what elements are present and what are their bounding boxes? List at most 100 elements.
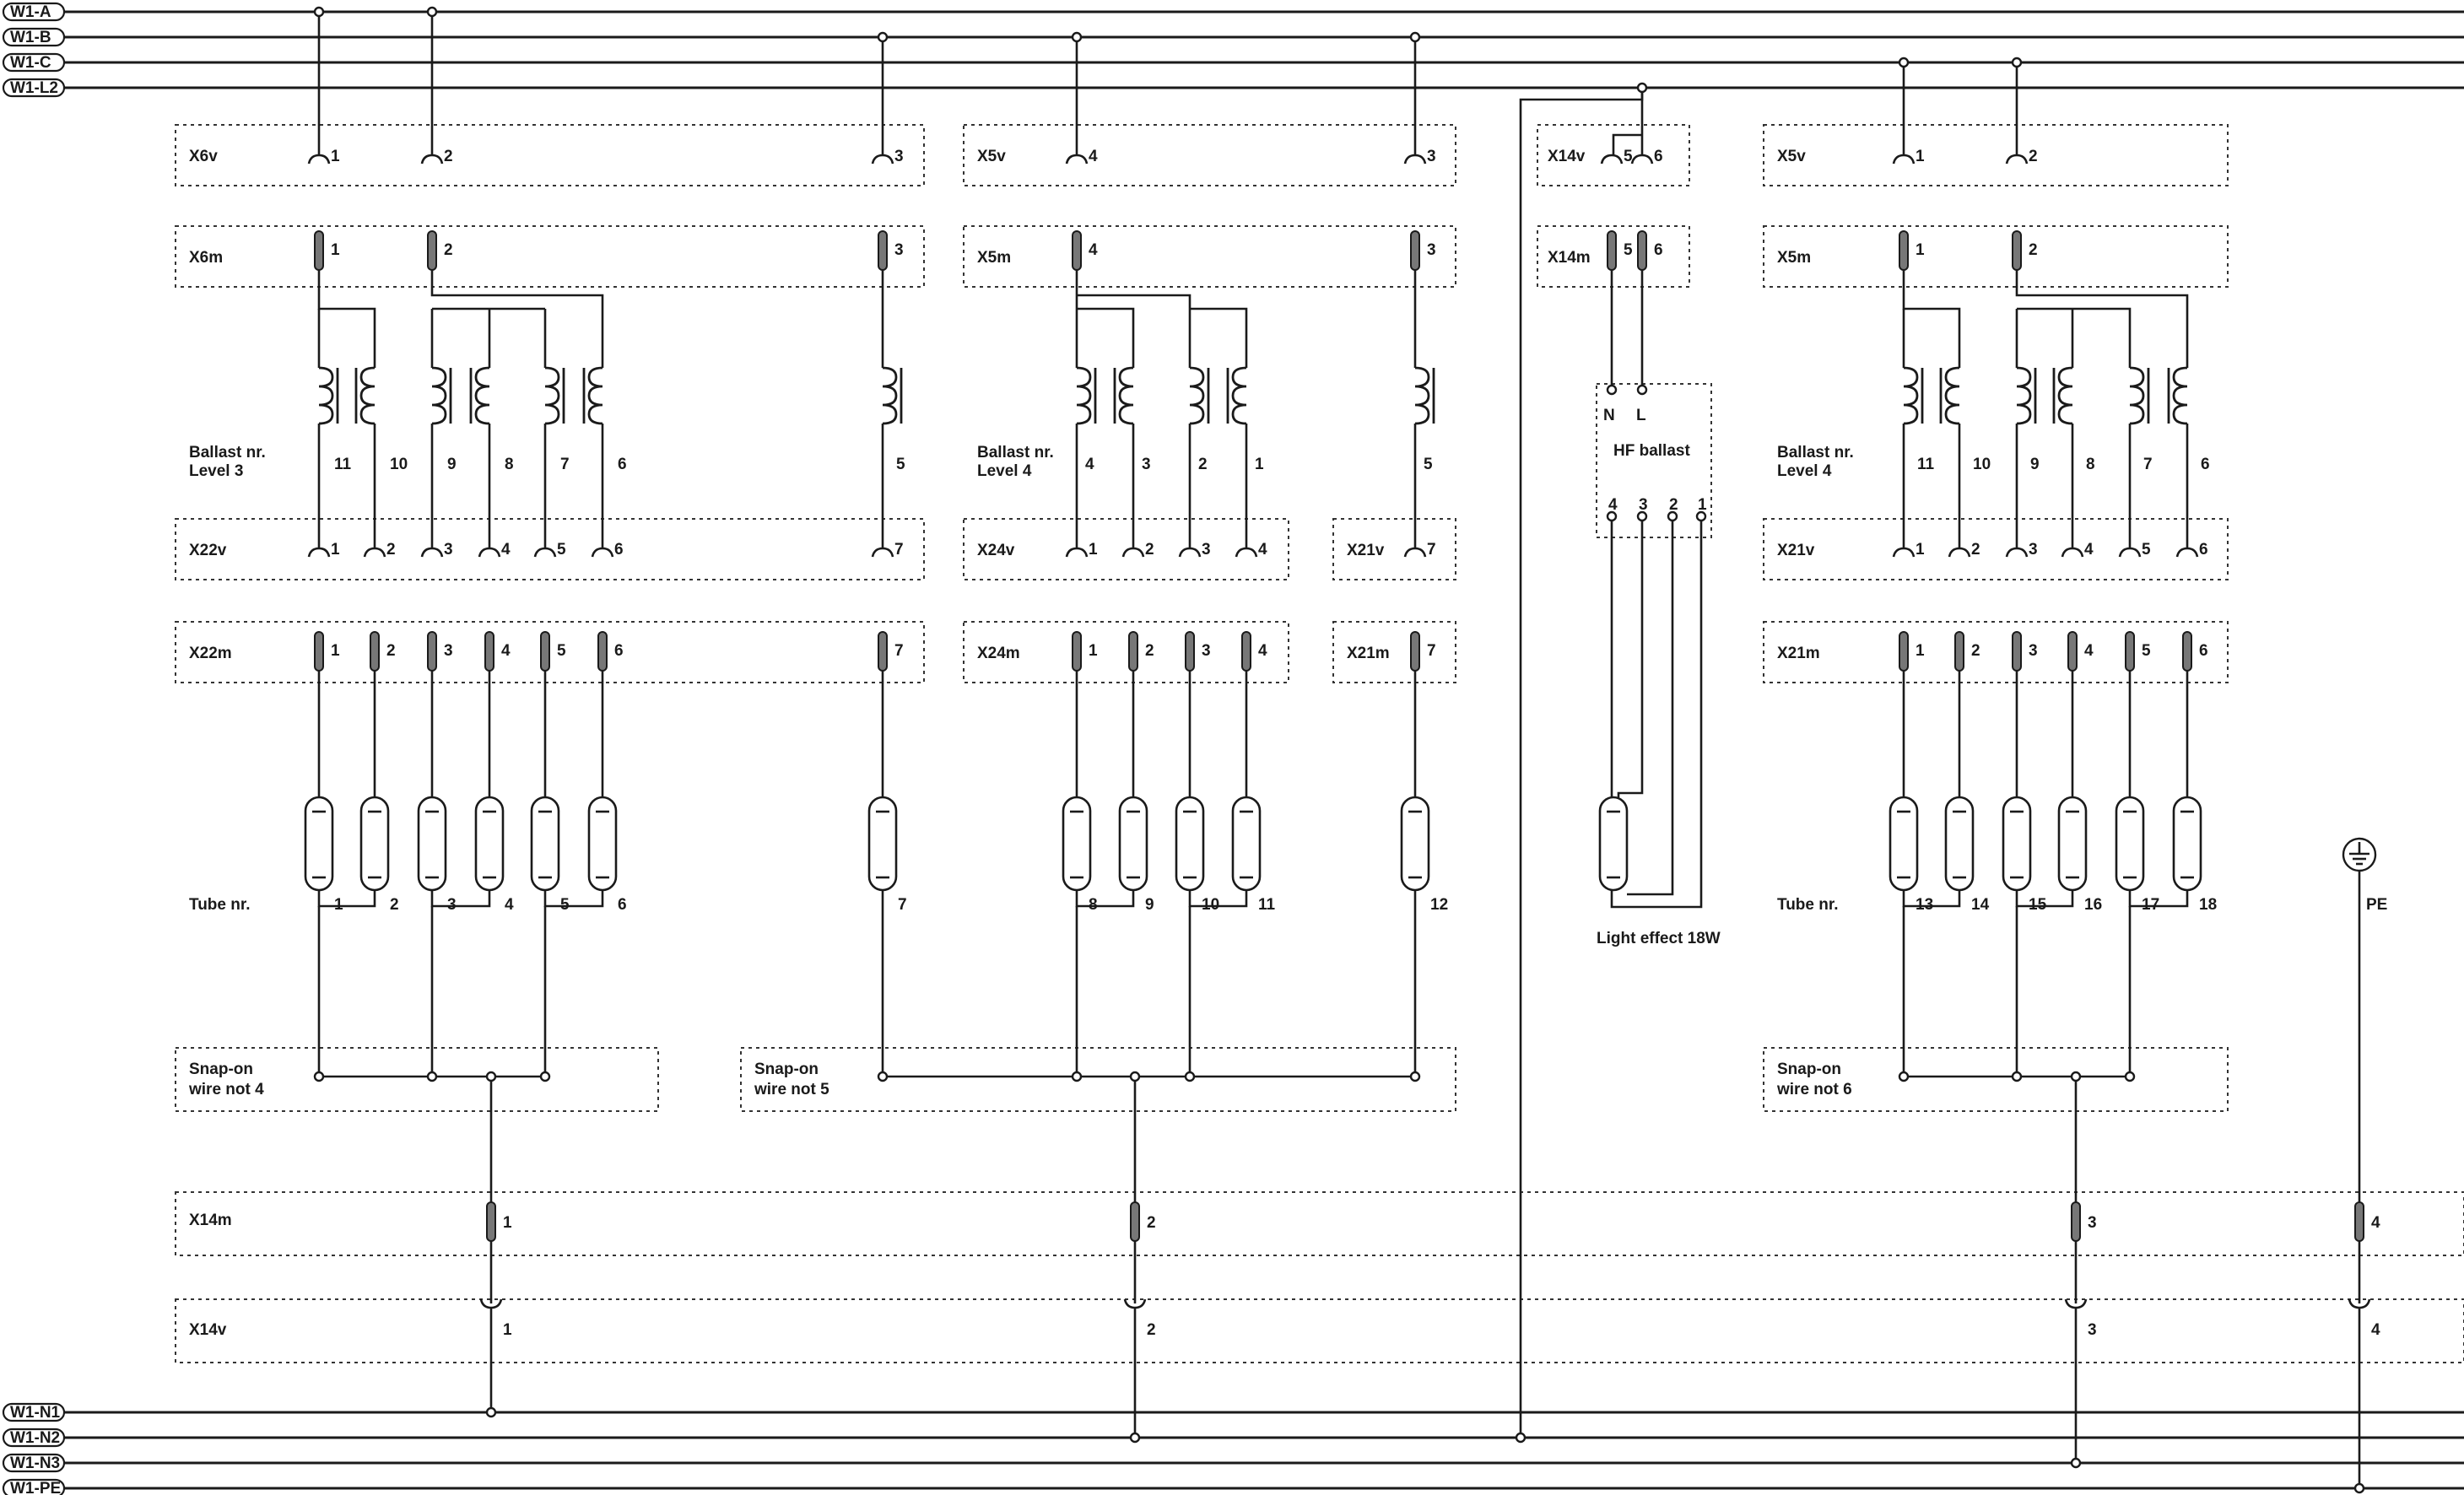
ballast-num-a2: 9 <box>447 456 457 473</box>
fluorescent-tube <box>1062 796 1092 892</box>
plug-contact <box>1072 230 1082 271</box>
ballast-num-c0: 11 <box>1917 456 1935 473</box>
hf-out1 <box>1610 521 1703 909</box>
dist-b3 <box>1077 294 1191 368</box>
inductor-coil <box>882 366 898 425</box>
socket-contact <box>1403 547 1427 558</box>
inductor-coil <box>1903 366 1919 425</box>
plug-contact <box>1241 631 1251 672</box>
block-label-x14v: X14v <box>189 1321 227 1339</box>
block-label-x5v-b: X5v <box>1777 148 1806 165</box>
plug-contact <box>1410 631 1420 672</box>
fluorescent-tube <box>417 796 447 892</box>
pin-x14v-4: 4 <box>2371 1321 2380 1339</box>
pin-x22m-7: 7 <box>894 642 904 660</box>
fluorescent-tube <box>2115 796 2145 892</box>
hf-out-2: 2 <box>1669 496 1678 514</box>
junction-dot <box>539 1071 551 1082</box>
wires <box>64 10 2464 1490</box>
plug-contact <box>427 230 437 271</box>
level-label-3: Level 4 <box>1777 462 1832 480</box>
snap-on-label-2: Snap-on <box>754 1061 819 1078</box>
inductor-coil <box>544 366 560 425</box>
pin-x21v-b4: 5 <box>2142 541 2151 559</box>
socket-contact <box>2005 154 2029 165</box>
junction-dot <box>1606 384 1618 396</box>
pin-x24m-2: 2 <box>1145 642 1154 660</box>
level-label-1: Level 3 <box>189 462 243 480</box>
junction-dot <box>1515 1432 1526 1444</box>
pin-x6v-1: 1 <box>331 148 340 165</box>
x24v-block <box>963 518 1289 580</box>
tube-num-a6: 7 <box>898 896 907 914</box>
terminal-blocks <box>175 124 2464 1363</box>
pin-x22v-6: 6 <box>614 541 624 559</box>
pin-x21v-b0: 1 <box>1916 541 1925 559</box>
socket-contact <box>2005 547 2029 558</box>
fluorescent-tube <box>2002 796 2032 892</box>
hf-out-0: 4 <box>1608 496 1618 514</box>
socket-contact <box>1178 547 1202 558</box>
hf-ballast-n: N <box>1603 407 1615 424</box>
plug-contact <box>1899 230 1909 271</box>
junction-dot <box>2070 1071 2082 1082</box>
block-label-x22v: X22v <box>189 542 227 559</box>
socket-contact <box>1948 547 1971 558</box>
pin-x22v-2: 2 <box>386 541 396 559</box>
block-label-x6v: X6v <box>189 148 218 165</box>
pin-x22m-1: 1 <box>331 642 340 660</box>
socket-contact <box>478 547 501 558</box>
junction-dot <box>1695 510 1707 522</box>
junction-dot <box>2070 1457 2082 1469</box>
pin-x21v-a7: 7 <box>1427 541 1436 559</box>
socket-contact <box>2061 547 2084 558</box>
plug-contact <box>540 631 550 672</box>
snap-on-label-3: Snap-on <box>1777 1061 1841 1078</box>
dist-b2 <box>1077 307 1135 368</box>
pin-x14m-3: 3 <box>2088 1214 2097 1232</box>
hf-out-1: 3 <box>1639 496 1648 514</box>
tube-num-c4: 17 <box>2142 896 2159 914</box>
junction-dot <box>877 31 889 43</box>
hf-out3 <box>1617 521 1644 797</box>
socket-contact <box>1235 547 1258 558</box>
plug-contact <box>370 631 380 672</box>
pin-x5m-a1: 3 <box>1427 241 1436 259</box>
dist-c1 <box>1902 270 1961 368</box>
socket-contact <box>363 547 386 558</box>
inductor-coil <box>2129 366 2145 425</box>
tube-num-a1: 2 <box>390 896 399 914</box>
pin-x21m-a7: 7 <box>1427 642 1436 660</box>
bus-w1-c-tag <box>2 52 66 73</box>
plug-contact <box>2012 230 2022 271</box>
ballast-num-c1: 10 <box>1973 456 1991 473</box>
pin-x21m-b1: 2 <box>1971 642 1980 660</box>
junction-dot <box>1184 1071 1196 1082</box>
junction-dot <box>1409 31 1421 43</box>
pin-x6m-2: 2 <box>444 241 453 259</box>
bus-w1-c: W1-C <box>10 54 51 72</box>
ballast-num-c2: 9 <box>2030 456 2040 473</box>
junction-dot <box>877 1071 889 1082</box>
tube-label-1: Tube nr. <box>189 896 250 914</box>
inductor-coil <box>431 366 447 425</box>
plug-contact <box>314 631 324 672</box>
light-effect-label: Light effect 18W <box>1597 930 1721 947</box>
block-label-x21m-a: X21m <box>1347 645 1390 662</box>
junction-dot <box>1129 1071 1141 1082</box>
fluorescent-tube <box>2057 796 2088 892</box>
dist-c3 <box>2017 307 2132 368</box>
junction-dot <box>1409 1071 1421 1082</box>
junction-dot <box>313 6 325 18</box>
block-label-x14v-top: X14v <box>1548 148 1586 165</box>
block-label-x14m-top: X14m <box>1548 249 1591 267</box>
x14v-top-block <box>1537 124 1690 186</box>
inductor-coil <box>1944 366 1960 425</box>
bus-w1-n1-tag <box>2 1402 66 1422</box>
fluorescent-tube <box>1944 796 1975 892</box>
components <box>2 2 2377 1495</box>
ballast-num-b3: 1 <box>1255 456 1264 473</box>
socket-contact <box>1403 154 1427 165</box>
pin-x6v-2: 2 <box>444 148 453 165</box>
ballast-num-a5: 6 <box>618 456 627 473</box>
